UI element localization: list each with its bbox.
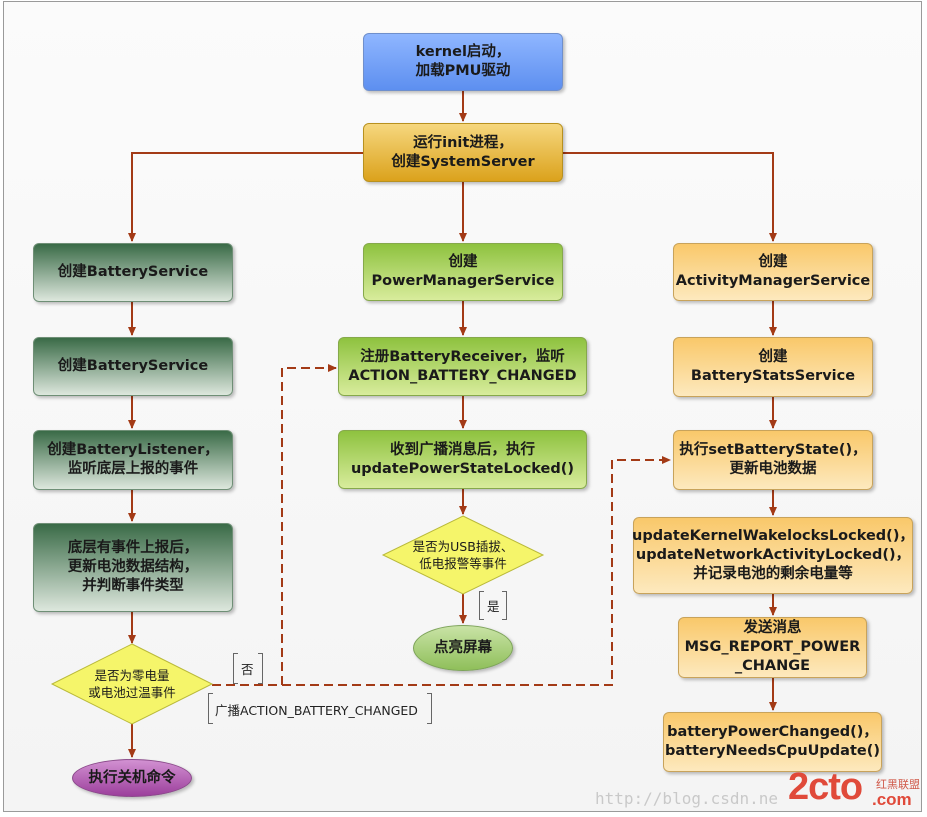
set-battery-state-node: 执行setBatteryState()， 更新电池数据	[673, 430, 873, 490]
edge-label-yes: 是	[487, 599, 500, 614]
activity-manager-node: 创建 ActivityManagerService	[673, 243, 873, 301]
watermark-logo-top: 红黑联盟	[876, 779, 920, 791]
edge-broadcast-setstate-dashed	[282, 456, 671, 686]
edge-no-register-dashed	[212, 364, 337, 686]
decision-usb-event: 是否为USB插拔、 低电报警等事件	[412, 539, 514, 571]
battery-service-node-1: 创建BatteryService	[33, 243, 233, 302]
broadcast-label-bracket	[208, 693, 213, 724]
shutdown-terminal: 执行关机命令	[72, 759, 192, 797]
edge-label-no: 否	[241, 662, 254, 677]
watermark-url: http://blog.csdn.ne	[595, 789, 779, 808]
no-label-bracket	[233, 653, 238, 684]
edge-label-broadcast: 广播ACTION_BATTERY_CHANGED	[215, 703, 418, 718]
decision-zero-power: 是否为零电量 或电池过温事件	[88, 668, 176, 700]
yes-label-bracket	[479, 591, 484, 620]
edge-init-activitymanager	[563, 152, 777, 242]
bottom-event-node: 底层有事件上报后， 更新电池数据结构， 并判断事件类型	[33, 523, 233, 612]
watermark-logo-main: 2cto	[788, 766, 863, 808]
init-process-node: 运行init进程， 创建SystemServer	[363, 123, 563, 182]
receive-broadcast-node: 收到广播消息后，执行 updatePowerStateLocked()	[338, 430, 587, 489]
broadcast-label-bracket-right	[427, 693, 432, 724]
decision-zero-power-shape	[50, 643, 214, 725]
battery-stats-node: 创建 BatteryStatsService	[673, 337, 873, 397]
battery-power-changed-node: batteryPowerChanged()， batteryNeedsCpuUp…	[663, 712, 882, 772]
send-message-node: 发送消息 MSG_REPORT_POWER _CHANGE	[678, 617, 867, 678]
battery-listener-node: 创建BatteryListener， 监听底层上报的事件	[33, 430, 233, 490]
kernel-boot-node: kernel启动， 加载PMU驱动	[363, 33, 563, 91]
yes-label-bracket-right	[502, 591, 507, 620]
update-wakelocks-node: updateKernelWakelocksLocked()， updateNet…	[632, 517, 914, 594]
watermark-logo-domain: .com	[872, 790, 912, 809]
light-screen-terminal: 点亮屏幕	[413, 625, 513, 671]
register-receiver-node: 注册BatteryReceiver，监听 ACTION_BATTERY_CHAN…	[338, 337, 587, 396]
power-manager-node: 创建 PowerManagerService	[363, 243, 563, 301]
battery-service-node-2: 创建BatteryService	[33, 337, 233, 396]
decision-usb-event-shape	[381, 515, 545, 595]
no-label-bracket-right	[258, 653, 263, 684]
edge-init-batteryservice	[128, 152, 363, 242]
